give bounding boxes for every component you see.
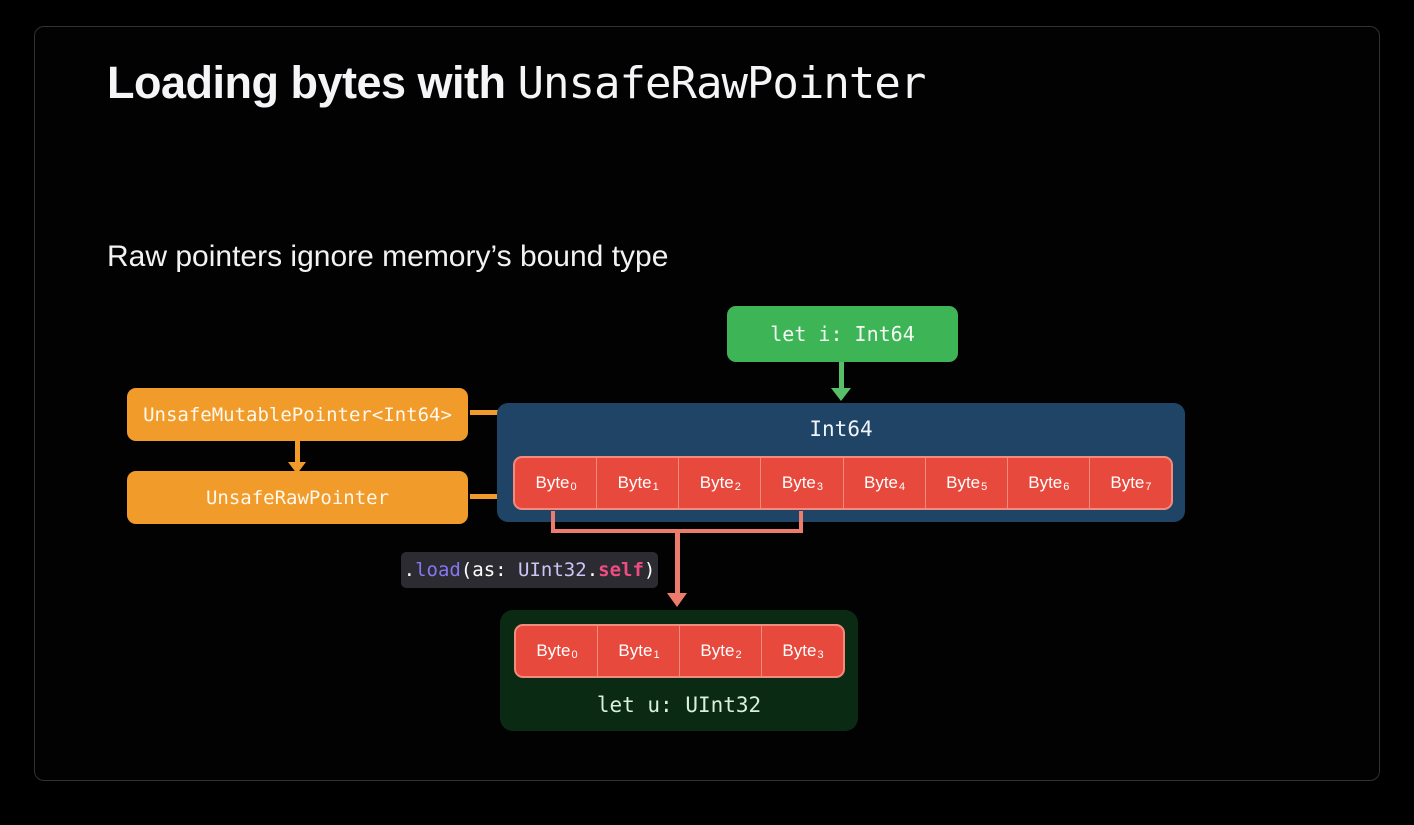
unsafe-mutable-pointer-box: UnsafeMutablePointer<Int64> (127, 388, 468, 441)
bracket-down-stem (675, 529, 680, 594)
subtitle: Raw pointers ignore memory’s bound type (107, 240, 669, 273)
unsafe-raw-pointer-box: UnsafeRawPointer (127, 471, 468, 524)
code-dot2: . (586, 559, 599, 581)
load-call-snippet: .load(as: UInt32.self) (401, 552, 658, 588)
green-down-arrowhead (831, 388, 851, 401)
bracket-right-tick (799, 511, 803, 533)
bracket-down-arrowhead (667, 593, 687, 607)
orange-right-arrow-top-stem (470, 410, 507, 415)
green-down-arrow-stem (839, 362, 844, 389)
orange-down-arrow-stem (295, 441, 300, 464)
int64-label: Int64 (809, 417, 873, 441)
code-load: load (415, 559, 461, 581)
code-self: self (598, 559, 644, 581)
let-u-uint32-label: let u: UInt32 (596, 693, 762, 717)
code-uint32: UInt32 (518, 559, 587, 581)
page-title-regular: Loading bytes with (107, 57, 518, 108)
page-title-mono: UnsafeRawPointer (517, 58, 927, 109)
code-paren-close: ) (643, 559, 656, 581)
code-dot: . (403, 559, 416, 581)
code-paren-as: (as: (460, 559, 519, 581)
bracket-left-tick (551, 511, 555, 533)
orange-right-arrow-bottom-stem (470, 494, 507, 499)
page-title: Loading bytes with UnsafeRawPointer (107, 57, 927, 109)
let-i-int64-box: let i: Int64 (727, 306, 958, 362)
